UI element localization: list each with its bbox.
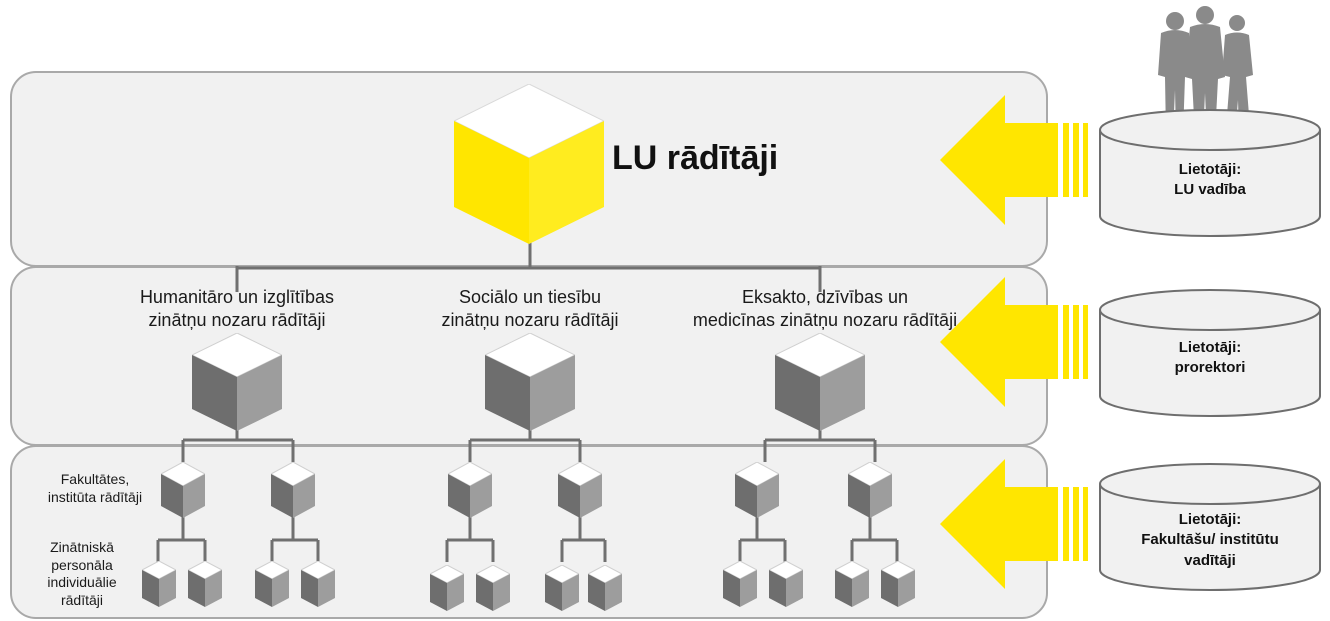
arrow-left-icon <box>940 95 1088 225</box>
staff-label-line: individuālie <box>47 574 117 590</box>
arrow-left-icon <box>940 459 1088 589</box>
staff-cube <box>545 565 579 611</box>
users-db-vice-rectors <box>1099 289 1321 417</box>
users-label-line: Lietotāji: <box>1178 161 1242 178</box>
users-label-line: vadītāji <box>1184 551 1236 569</box>
branch-label-line: zinātņu nozaru rādītāji <box>441 309 619 330</box>
staff-cube <box>255 561 289 607</box>
staff-label: Zinātniskā personāla individuālie rādītā… <box>30 539 134 609</box>
branch-label-line: zinātņu nozaru rādītāji <box>148 309 326 330</box>
users-label-line: Lietotāji: <box>1178 339 1242 356</box>
staff-cube <box>835 561 869 607</box>
faculty-label: Fakultātes, institūta rādītāji <box>30 471 160 506</box>
staff-label-line: Zinātniskā <box>50 539 114 555</box>
staff-cube <box>301 561 335 607</box>
staff-cube <box>430 565 464 611</box>
branch-label-line: Sociālo un tiesību <box>458 287 602 307</box>
branch-cube-exact <box>775 333 865 431</box>
faculty-cube <box>735 462 779 518</box>
branch-label-exact: Eksakto, dzīvības un medicīnas zinātņu n… <box>685 286 965 331</box>
faculty-cube <box>161 462 205 518</box>
faculty-cube <box>271 462 315 518</box>
staff-cube <box>588 565 622 611</box>
branch-cube-humanities <box>192 333 282 431</box>
branch-label-line: medicīnas zinātņu nozaru rādītāji <box>692 309 958 330</box>
university-title: LU rādītāji <box>612 139 779 177</box>
branch-label-line: Eksakto, dzīvības un <box>741 287 909 307</box>
users-label-leadership: Lietotāji: LU vadība <box>1098 160 1322 201</box>
branch-label-social: Sociālo un tiesību zinātņu nozaru rādītā… <box>412 286 648 331</box>
staff-label-line: rādītāji <box>60 591 104 608</box>
users-db-leadership <box>1099 109 1321 237</box>
faculty-cube <box>448 462 492 518</box>
users-label-line: Lietotāji: <box>1178 511 1242 528</box>
arrow-left-icon <box>940 277 1088 407</box>
staff-label-line: personāla <box>51 556 113 573</box>
staff-cube <box>881 561 915 607</box>
faculty-label-line: Fakultātes, <box>60 471 130 487</box>
branch-label-line: Humanitāro un izglītības <box>139 287 335 307</box>
staff-cube <box>142 561 176 607</box>
faculty-cube <box>558 462 602 518</box>
users-label-line: LU vadība <box>1174 181 1246 199</box>
users-db-faculty-heads <box>1099 463 1321 591</box>
staff-cube <box>769 561 803 607</box>
branch-cube-social <box>485 333 575 431</box>
users-label-line: Fakultāšu/ institūtu <box>1141 531 1279 549</box>
users-label-faculty-heads: Lietotāji: Fakultāšu/ institūtu vadītāji <box>1098 510 1322 571</box>
university-cube <box>454 84 604 244</box>
users-label-line: prorektori <box>1174 359 1246 377</box>
staff-cube <box>188 561 222 607</box>
staff-cube <box>723 561 757 607</box>
branch-label-humanities: Humanitāro un izglītības zinātņu nozaru … <box>112 286 362 331</box>
staff-cube <box>476 565 510 611</box>
faculty-label-line: institūta rādītāji <box>47 488 143 505</box>
faculty-cube <box>848 462 892 518</box>
users-label-vice-rectors: Lietotāji: prorektori <box>1098 338 1322 379</box>
